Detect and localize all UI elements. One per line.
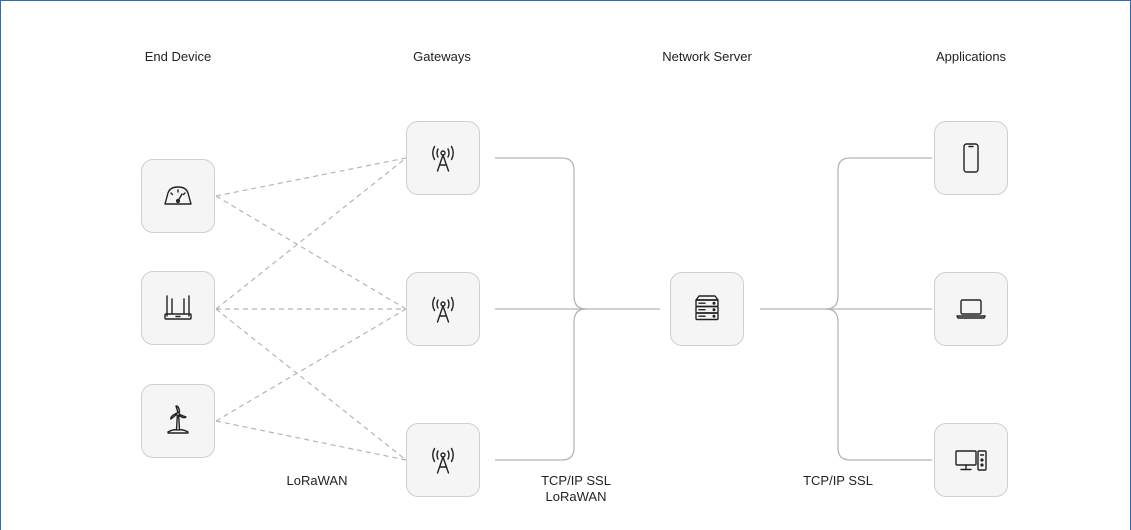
- laptop-icon: [956, 299, 986, 319]
- label-lorawan: LoRaWAN: [286, 473, 348, 488]
- lora-link-1-1: [215, 157, 407, 197]
- application-node-desktop: [934, 423, 1008, 497]
- heading-gateways: Gateways: [413, 49, 471, 64]
- application-node-laptop: [934, 272, 1008, 346]
- network-server-node: [670, 272, 744, 346]
- lora-link-2-1: [215, 157, 407, 310]
- gw-bracket-top: [495, 157, 587, 310]
- gateway-node-2: [406, 272, 480, 346]
- gateway-node-1: [406, 121, 480, 195]
- end-device-node-wind-turbine: [141, 384, 215, 458]
- lora-link-1-2: [215, 195, 407, 310]
- antenna-tower-icon: [432, 145, 454, 172]
- smartphone-icon: [963, 143, 979, 173]
- heading-applications: Applications: [935, 49, 1007, 64]
- server-rack-icon: [695, 295, 719, 321]
- heading-end-device: End Device: [144, 49, 212, 64]
- heading-network-server: Network Server: [662, 49, 752, 64]
- router-icon: [164, 295, 192, 320]
- gateway-node-3: [406, 423, 480, 497]
- end-device-node-router: [141, 271, 215, 345]
- gw-bracket-bottom: [495, 308, 587, 461]
- desktop-computer-icon: [955, 450, 987, 471]
- speedometer-icon: [164, 186, 192, 205]
- label-gw-to-server-line1: TCP/IP SSL: [541, 473, 611, 488]
- antenna-tower-icon: [432, 296, 454, 323]
- label-gw-to-server-line2: LoRaWAN: [545, 489, 607, 504]
- lora-link-2-3: [215, 308, 407, 461]
- lora-link-3-2: [215, 308, 407, 422]
- end-device-node-speedometer: [141, 159, 215, 233]
- application-node-smartphone: [934, 121, 1008, 195]
- lora-link-3-3: [215, 420, 407, 461]
- app-bracket-bottom: [825, 308, 932, 461]
- wind-turbine-icon: [167, 405, 189, 434]
- antenna-tower-icon: [432, 447, 454, 474]
- app-bracket-top: [825, 157, 932, 310]
- label-server-to-apps: TCP/IP SSL: [803, 473, 873, 488]
